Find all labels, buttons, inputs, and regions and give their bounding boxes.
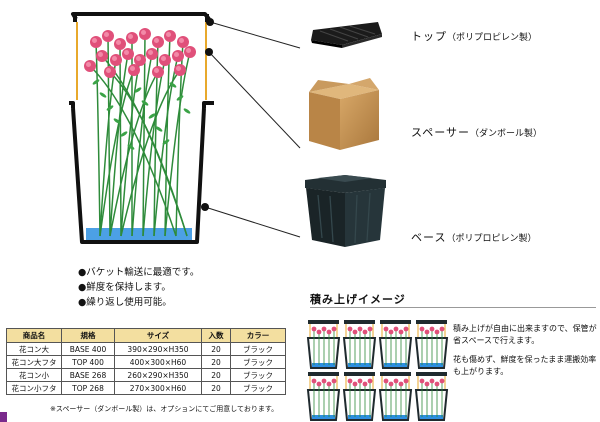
header-quantity: 入数 — [201, 328, 231, 343]
spec-note: ※スペーサー（ダンボール製）は、オプションにてご用意しております。 — [50, 405, 279, 413]
cell-product: 花コン大 — [6, 342, 62, 356]
callout-lines — [204, 21, 301, 238]
cell-quantity: 20 — [201, 355, 231, 369]
feature-list: ●バケット輸送に最適です。 ●鮮度を保持します。 ●繰り返し使用可能。 — [78, 265, 199, 310]
flower-blooms — [84, 28, 196, 78]
spec-table: 商品名 規格 サイズ 入数 カラー 花コン大 BASE 400 390×290×… — [6, 328, 286, 395]
cell-color: ブラック — [230, 342, 286, 356]
base-part-material: （ポリプロピレン製） — [446, 234, 537, 244]
stacking-description: 積み上げが自由に出来ますので、保管が省スペースで行えます。 花も傷めず、鮮度を保… — [453, 323, 598, 385]
mini-container — [306, 372, 341, 421]
top-part-label: トップ（ポリプロピレン製） — [411, 28, 537, 44]
top-part-material: （ポリプロピレン製） — [447, 33, 538, 43]
spacer-part-label: スペーサー（ダンボール製） — [411, 124, 542, 140]
feature-item: ●鮮度を保持します。 — [78, 282, 171, 293]
spacer-box-photo — [309, 78, 379, 150]
callout-dots — [201, 18, 214, 211]
mini-container — [378, 320, 413, 369]
cell-standard: TOP 400 — [61, 355, 115, 369]
container-spacer-outline — [76, 22, 207, 100]
stacking-paragraph: 積み上げが自由に出来ますので、保管が省スペースで行えます。 — [453, 324, 597, 345]
header-size: サイズ — [114, 328, 202, 343]
cell-product: 花コン小フタ — [6, 381, 62, 395]
container-diagram — [69, 12, 386, 247]
cell-standard: BASE 268 — [61, 368, 115, 382]
spec-header-row: 商品名 規格 サイズ 入数 カラー — [6, 328, 286, 343]
cell-size: 400×300×H60 — [114, 355, 202, 369]
spacer-part-name: スペーサー — [411, 126, 471, 139]
mini-container — [306, 320, 341, 369]
cell-product: 花コン大フタ — [6, 355, 62, 369]
cell-product: 花コン小 — [6, 368, 62, 382]
mini-container — [342, 372, 377, 421]
stacking-illustration — [306, 320, 449, 421]
stacking-paragraph: 花も傷めず、鮮度を保ったまま運搬効率も上がります。 — [453, 355, 597, 376]
cell-quantity: 20 — [201, 342, 231, 356]
mini-container — [414, 372, 449, 421]
header-color: カラー — [230, 328, 286, 343]
mini-container — [414, 320, 449, 369]
feature-item: ●バケット輸送に最適です。 — [78, 267, 200, 278]
flower-leaves — [92, 79, 191, 150]
purple-accent-bar — [0, 412, 7, 422]
container-top-outline — [71, 12, 211, 22]
cell-color: ブラック — [230, 355, 286, 369]
top-lid-photo — [311, 22, 382, 48]
cell-standard: TOP 268 — [61, 381, 115, 395]
container-base-outline — [69, 101, 214, 244]
base-crate-photo — [305, 175, 386, 247]
cell-color: ブラック — [230, 368, 286, 382]
base-part-label: ベース（ポリプロピレン製） — [411, 229, 536, 245]
top-part-name: トップ — [411, 30, 447, 43]
header-product: 商品名 — [6, 328, 62, 343]
header-standard: 規格 — [61, 328, 115, 343]
stacking-title: 積み上げイメージ — [310, 293, 406, 306]
table-row: 花コン大フタ TOP 400 400×300×H60 20 ブラック — [6, 355, 286, 369]
cell-color: ブラック — [230, 381, 286, 395]
mini-container — [378, 372, 413, 421]
cell-quantity: 20 — [201, 368, 231, 382]
spacer-part-material: （ダンボール製） — [470, 129, 543, 139]
cell-standard: BASE 400 — [61, 342, 115, 356]
cell-size: 270×300×H60 — [114, 381, 202, 395]
feature-item: ●繰り返し使用可能。 — [78, 297, 172, 308]
mini-container — [342, 320, 377, 369]
base-part-name: ベース — [411, 231, 447, 244]
table-row: 花コン小フタ TOP 268 270×300×H60 20 ブラック — [6, 381, 286, 395]
cell-quantity: 20 — [201, 381, 231, 395]
cell-size: 390×290×H350 — [114, 342, 202, 356]
stacking-divider — [310, 307, 596, 308]
table-row: 花コン小 BASE 268 260×290×H350 20 ブラック — [6, 368, 286, 382]
table-row: 花コン大 BASE 400 390×290×H350 20 ブラック — [6, 342, 286, 356]
cell-size: 260×290×H350 — [114, 368, 202, 382]
